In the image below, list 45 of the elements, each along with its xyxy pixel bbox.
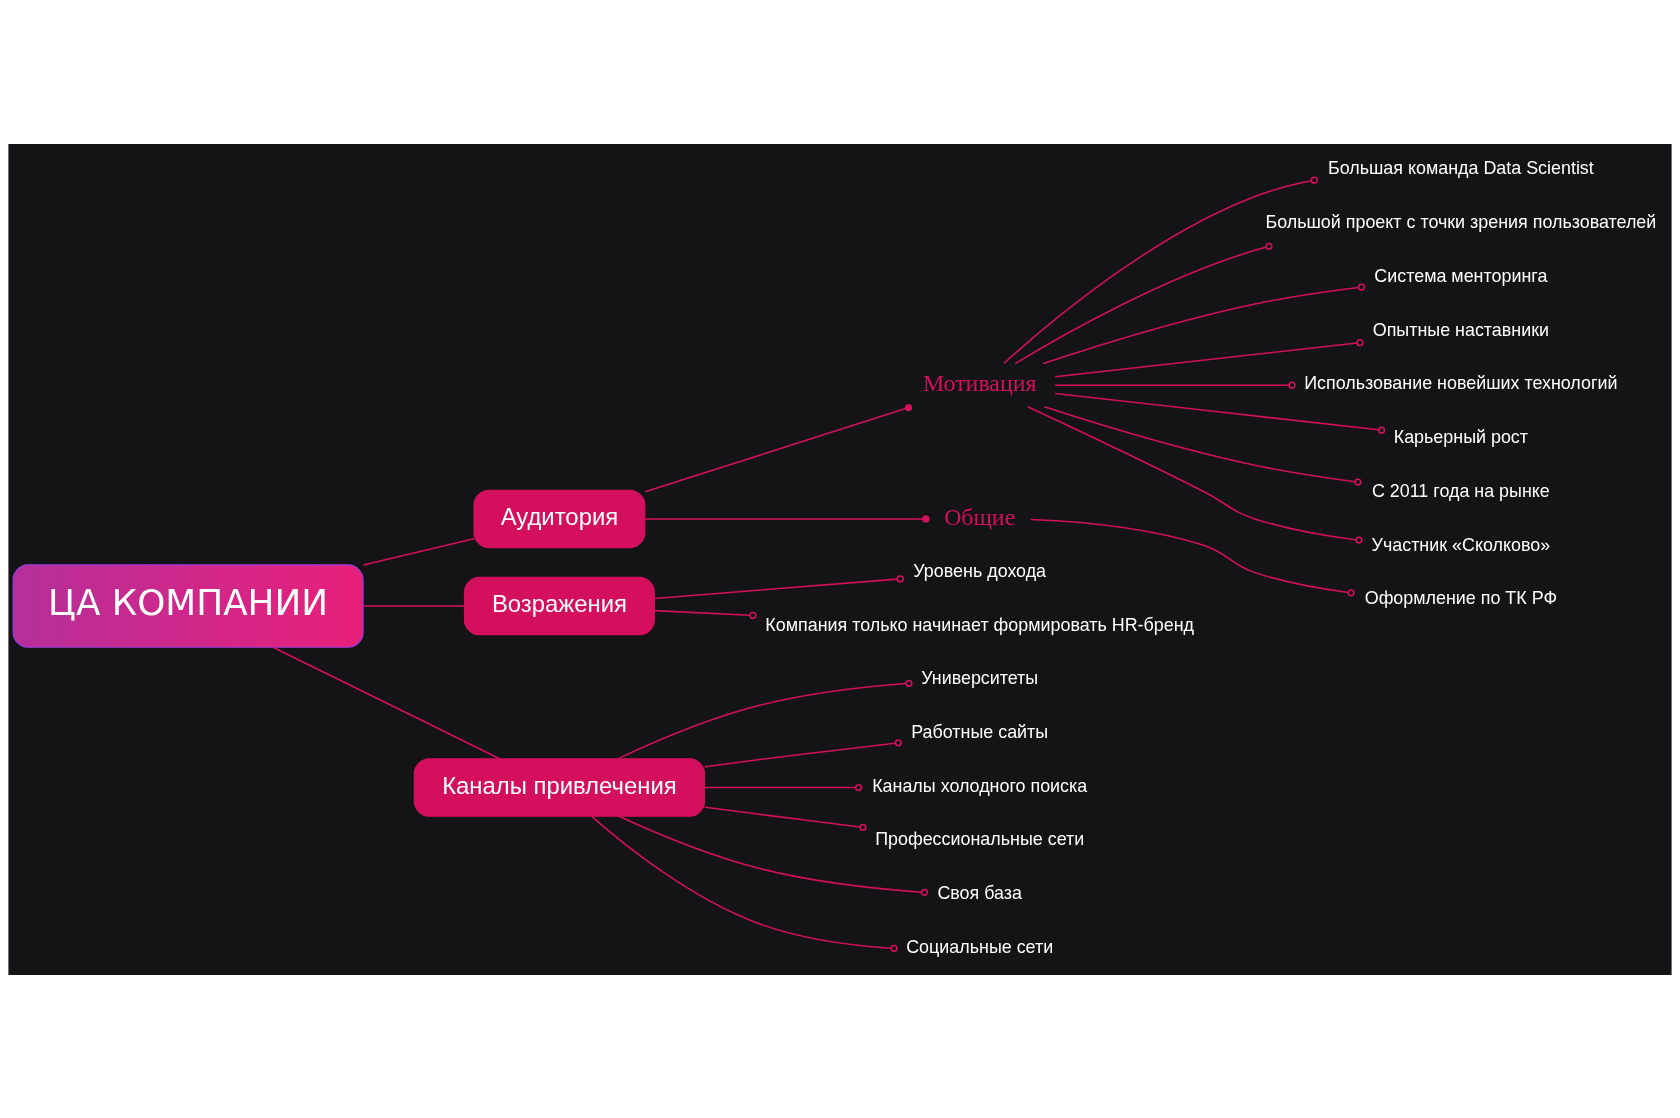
- node-text: Социальные сети: [906, 936, 1054, 957]
- node-box: ЦА КОМПАНИИ: [12, 563, 364, 648]
- connector: [272, 646, 501, 760]
- node-text: Своя база: [937, 882, 1022, 903]
- connector: [1042, 282, 1366, 364]
- node-text: Компания только начинает формировать HR-бренд: [765, 614, 1195, 635]
- node-text: Использование новейших технологий: [1304, 372, 1618, 393]
- node-text: Мотивация: [922, 369, 1037, 396]
- connector: [590, 815, 898, 952]
- node-box: Аудитория: [473, 489, 646, 548]
- connector: [1029, 518, 1355, 596]
- node-text: Профессиональные сети: [875, 828, 1085, 849]
- connector: [1026, 405, 1363, 544]
- node-text: Оформление по ТК РФ: [1364, 587, 1557, 608]
- connector: [362, 604, 465, 607]
- node-text: Уровень дохода: [913, 560, 1047, 581]
- node-text: Большой проект с точки зрения пользователей: [1265, 211, 1657, 232]
- connector: [644, 403, 913, 493]
- node-text: Каналы холодного поиска: [872, 775, 1088, 796]
- node-text: Участник «Сколково»: [1371, 534, 1551, 555]
- connector: [618, 815, 929, 896]
- connector: [704, 783, 863, 791]
- connector: [362, 537, 475, 566]
- connector: [703, 805, 867, 831]
- node-box: Возражения: [463, 576, 655, 635]
- connector: [616, 679, 913, 760]
- node-text: Опытные наставники: [1372, 319, 1549, 340]
- node-text: Карьерный рост: [1393, 426, 1529, 447]
- node-text: Большая команда Data Scientist: [1327, 157, 1594, 178]
- connector: [644, 514, 930, 523]
- connector: [1054, 392, 1386, 434]
- connector: [704, 738, 902, 768]
- node-text: С 2011 года на рынке: [1371, 480, 1550, 501]
- connector: [653, 574, 904, 599]
- node-text: Работные сайты: [911, 721, 1049, 742]
- connector: [1014, 242, 1273, 364]
- connector: [653, 609, 757, 619]
- connector: [1054, 381, 1296, 389]
- node-text: Университеты: [921, 667, 1039, 688]
- connector: [1043, 405, 1362, 486]
- node-box: Каналы привлечения: [413, 757, 706, 817]
- node-text: Общие: [944, 503, 1016, 530]
- connector: [1003, 176, 1318, 364]
- node-text: Система менторинга: [1374, 265, 1548, 286]
- connector: [1054, 338, 1364, 378]
